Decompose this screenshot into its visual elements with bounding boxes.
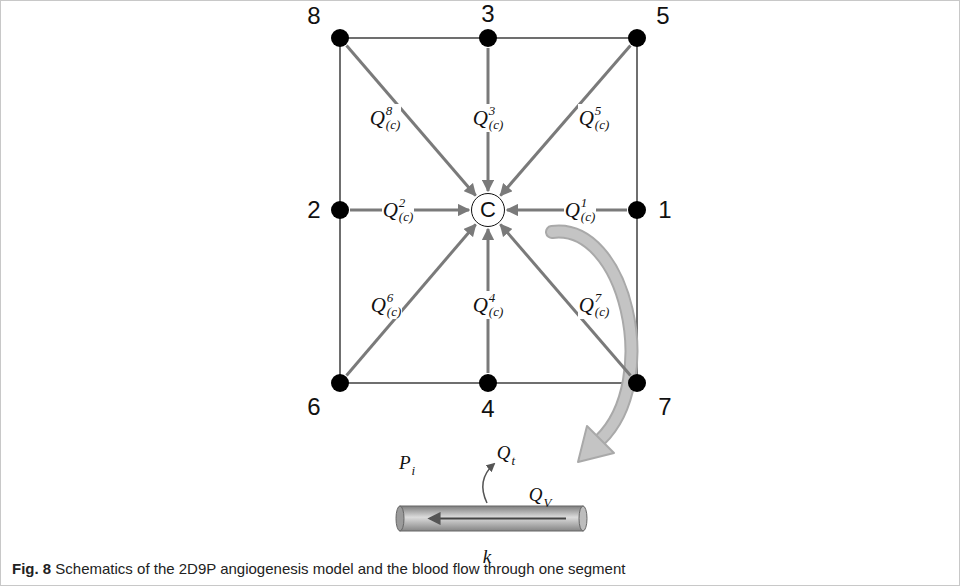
flow-label: Q4(c) — [472, 291, 505, 318]
point-number: 4 — [481, 397, 494, 421]
grid-point: 7 — [628, 374, 646, 392]
point-number: 2 — [307, 198, 320, 222]
grid-square — [340, 38, 637, 383]
symbol-label: QV — [529, 485, 552, 504]
zoom-arrow — [552, 232, 631, 462]
point-number: 6 — [307, 395, 320, 419]
symbol-label: Pi — [399, 453, 415, 472]
point-number: 5 — [656, 4, 669, 28]
flow-label: Q3(c) — [472, 104, 505, 131]
grid-point: 5 — [628, 29, 646, 47]
point-number: 8 — [307, 4, 320, 28]
flow-arrow — [500, 46, 630, 196]
grid-point: 3 — [479, 29, 497, 47]
grid-point: 6 — [331, 374, 349, 392]
node-label: C — [480, 199, 496, 221]
center-node: C — [471, 193, 505, 227]
point-number: 7 — [658, 395, 671, 419]
flow-label: Q7(c) — [578, 291, 611, 318]
grid-point: 1 — [628, 201, 646, 219]
grid-point: 4 — [479, 374, 497, 392]
vessel-segment — [396, 506, 587, 531]
flow-label: Q5(c) — [578, 104, 611, 131]
point-number: 1 — [658, 198, 671, 222]
grid-point: 2 — [331, 201, 349, 219]
figure-caption: Fig. 8 Schematics of the 2D9P angiogenes… — [12, 560, 625, 578]
flow-label: Q1(c) — [564, 196, 597, 223]
flow-arrow — [347, 224, 476, 375]
flow-label: Q2(c) — [382, 196, 415, 223]
grid-point: 8 — [331, 29, 349, 47]
flow-arrow — [347, 46, 476, 196]
flow-arrow — [500, 224, 630, 375]
point-number: 3 — [481, 2, 494, 26]
flow-label: Q8(c) — [369, 104, 402, 131]
symbol-label: Qt — [497, 443, 515, 462]
flow-label: Q6(c) — [370, 291, 403, 318]
leak-arrow — [483, 464, 494, 503]
